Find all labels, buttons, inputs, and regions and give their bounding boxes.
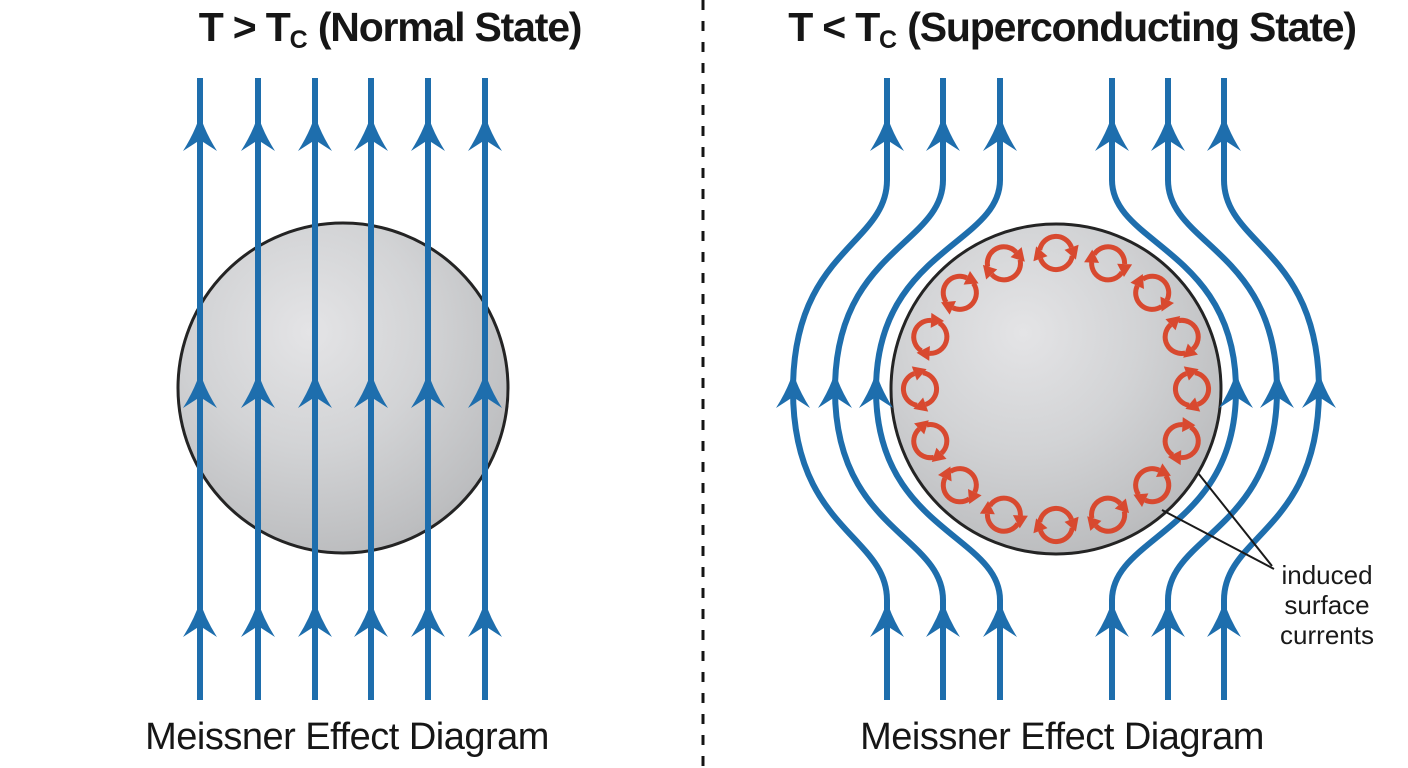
normal-state-title: T > TC (Normal State)	[198, 4, 583, 54]
title-text: T > T	[198, 4, 291, 50]
superconducting-state-title: T < TC (Superconducting State)	[788, 4, 1357, 54]
superconducting-state-panel	[776, 78, 1336, 700]
title-subscript: C	[879, 26, 898, 54]
annotation-pointer-lines	[1161, 472, 1275, 570]
title-text: (Normal State)	[307, 4, 583, 50]
induced-surface-currents-label: induced surface currents	[1280, 560, 1374, 650]
superconductor-sphere	[889, 222, 1223, 556]
annotation-line: surface	[1284, 590, 1370, 620]
normal-state-panel	[176, 78, 510, 700]
annotation-line: induced	[1281, 560, 1373, 590]
title-subscript: C	[289, 26, 308, 54]
pointer-line	[1161, 509, 1275, 570]
title-text: (Superconducting State)	[897, 4, 1357, 50]
annotation-line: currents	[1280, 620, 1374, 650]
pointer-line	[1197, 472, 1273, 567]
left-caption: Meissner Effect Diagram	[145, 716, 549, 758]
right-caption: Meissner Effect Diagram	[860, 716, 1264, 758]
superconductor-sphere	[176, 221, 510, 555]
title-text: T < T	[788, 4, 880, 50]
